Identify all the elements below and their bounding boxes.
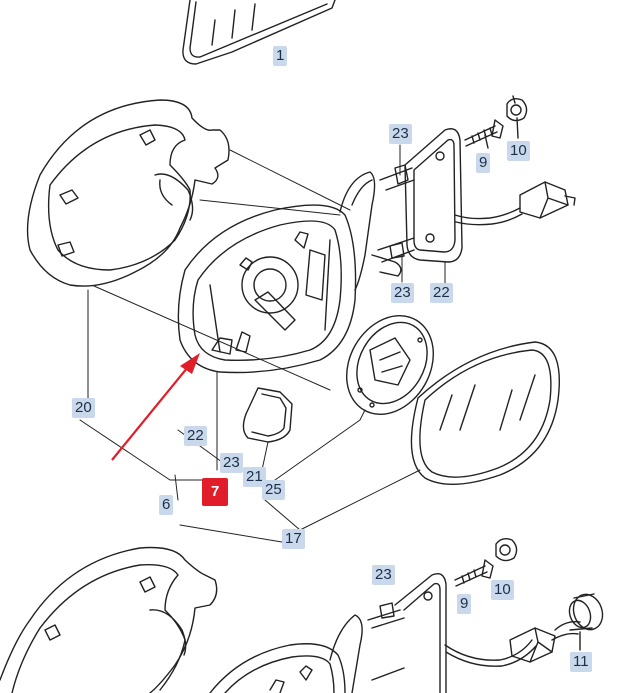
mirror-frame-lower-illustration [209, 614, 363, 693]
highlighted-part-label-7[interactable]: 7 [202, 478, 229, 506]
mirror-cover-lower-illustration [0, 546, 218, 693]
plug-illustration [568, 593, 604, 651]
part-label-10: 10 [507, 141, 530, 161]
part-label-20: 20 [72, 398, 95, 418]
part-label-21: 21 [243, 467, 266, 487]
part-label-6: 6 [159, 495, 174, 515]
adjustment-motor-illustration [345, 315, 435, 415]
part-label-9: 9 [476, 153, 491, 173]
heater-element-illustration [242, 387, 293, 443]
part-label-11: 11 [570, 652, 592, 672]
part-label-1: 1 [273, 46, 288, 66]
part-label-23: 23 [391, 283, 414, 303]
mirror-frame-illustration [177, 171, 402, 374]
wiring-connector-upper-illustration [454, 181, 576, 226]
part-label-22: 22 [430, 283, 453, 303]
part-label-22: 22 [184, 426, 207, 446]
part-label-10: 10 [491, 580, 514, 600]
red-indicator-arrow [111, 353, 200, 461]
part-label-17: 17 [282, 529, 305, 549]
screw-nut-lower-illustration [444, 537, 581, 667]
mounting-plate-upper-illustration [377, 128, 463, 263]
part-label-9: 9 [457, 594, 472, 614]
mounting-plate-lower-illustration [367, 572, 447, 693]
part-label-23: 23 [372, 565, 395, 585]
interior-mirror-illustration [182, 0, 336, 65]
part-label-23: 23 [220, 453, 243, 473]
screw-nut-upper-illustration [464, 95, 528, 149]
mirror-glass-illustration [410, 341, 560, 486]
part-label-25: 25 [262, 480, 285, 500]
mirror-cover-upper-illustration [26, 99, 230, 287]
part-label-23: 23 [389, 124, 412, 144]
